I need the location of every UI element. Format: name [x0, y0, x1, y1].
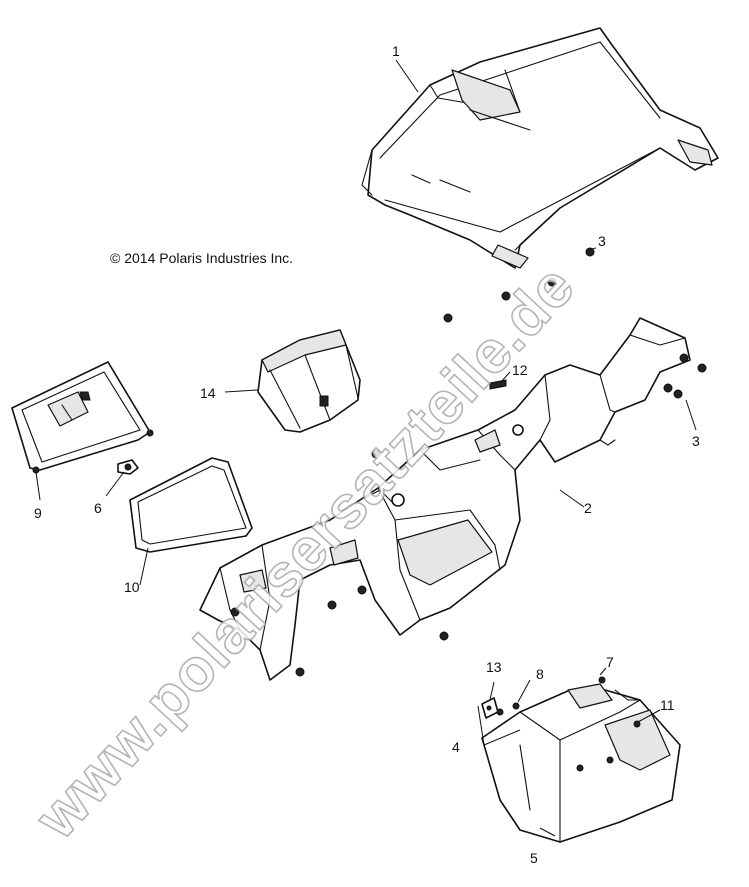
callout-10: 10 [124, 579, 140, 595]
callout-8: 8 [536, 666, 544, 682]
part-5-lower-box [481, 683, 681, 843]
part-10-seal [129, 457, 253, 553]
callout-5: 5 [530, 850, 538, 866]
callout-3-right: 3 [692, 433, 700, 449]
fasteners [230, 247, 707, 716]
callout-9: 9 [34, 505, 42, 521]
callout-12: 12 [512, 362, 528, 378]
callout-labels: 1 2 3 3 4 5 6 7 8 9 10 11 12 13 14 [34, 43, 700, 866]
callout-7: 7 [606, 654, 614, 670]
callout-14: 14 [200, 385, 216, 401]
part-13-bracket [481, 697, 499, 719]
copyright-text: © 2014 Polaris Industries Inc. [110, 250, 293, 266]
callout-3-top: 3 [598, 233, 606, 249]
callout-1: 1 [392, 43, 400, 59]
callout-11: 11 [660, 697, 675, 713]
part-2-main-dash [199, 317, 691, 681]
part-1-dash-cover [361, 27, 719, 269]
part-9-storage-lid [11, 361, 154, 474]
callout-4: 4 [452, 739, 460, 755]
callout-6: 6 [94, 500, 102, 516]
callout-13: 13 [486, 659, 502, 675]
callout-2: 2 [584, 500, 592, 516]
part-14-glove-box [257, 329, 361, 433]
leader-lines [35, 59, 697, 837]
part-6-latch [117, 459, 139, 475]
